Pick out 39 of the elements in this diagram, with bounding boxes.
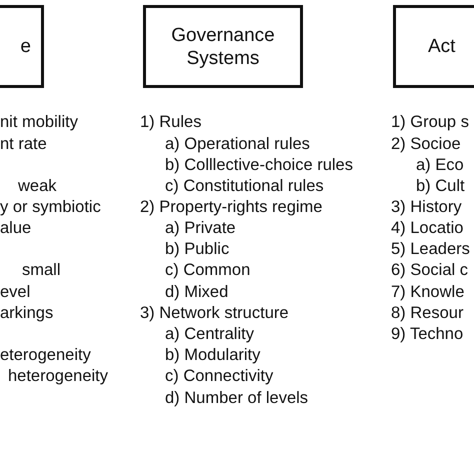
list-item-text: a) Centrality [165,324,254,344]
list-item-text: weak [18,176,57,196]
list-item-text: 8) Resour [391,303,464,323]
list-item-text: c) Common [165,260,250,280]
heading-text: Act [427,35,456,58]
list-item-text: 4) Locatio [391,218,464,238]
list-item-text: 3) History [391,197,462,217]
list-item-text: a) Eco [416,155,464,175]
list-item-text: 3) Network structure [140,303,289,323]
list-item-text: c) Connectivity [165,366,274,386]
list-item-text: 2) Property-rights regime [140,197,322,217]
list-item-text: c) Constitutional rules [165,176,324,196]
list-item-text: b) Modularity [165,345,260,365]
list-item-text: 6) Social c [391,260,468,280]
list-item-text: b) Cult [416,176,465,196]
list-item-text: a) Private [165,218,236,238]
list-item-text: d) Number of levels [165,388,308,408]
list-item-text: arkings [0,303,54,323]
heading-text: e [20,35,32,58]
list-item-text: evel [0,282,30,302]
list-item-text: 5) Leaders [391,239,470,259]
list-item-text: b) Colllective-choice rules [165,155,353,175]
heading-box [143,5,303,88]
list-item-text: 1) Group s [391,112,469,132]
list-item-text: 9) Techno [391,324,464,344]
list-item-text: 2) Socioe [391,134,461,154]
list-item-text: nit mobility [0,112,78,132]
list-item-text: d) Mixed [165,282,228,302]
list-item-text: heterogeneity [8,366,108,386]
heading-text: Governance Systems [170,24,276,70]
list-item-text: 1) Rules [140,112,202,132]
list-item-text: eterogeneity [0,345,91,365]
list-item-text: alue [0,218,32,238]
list-item-text: 7) Knowle [391,282,464,302]
list-item-text: a) Operational rules [165,134,310,154]
list-item-text: y or symbiotic [0,197,101,217]
list-item-text: small [22,260,61,280]
list-item-text: b) Public [165,239,230,259]
list-item-text: nt rate [0,134,47,154]
